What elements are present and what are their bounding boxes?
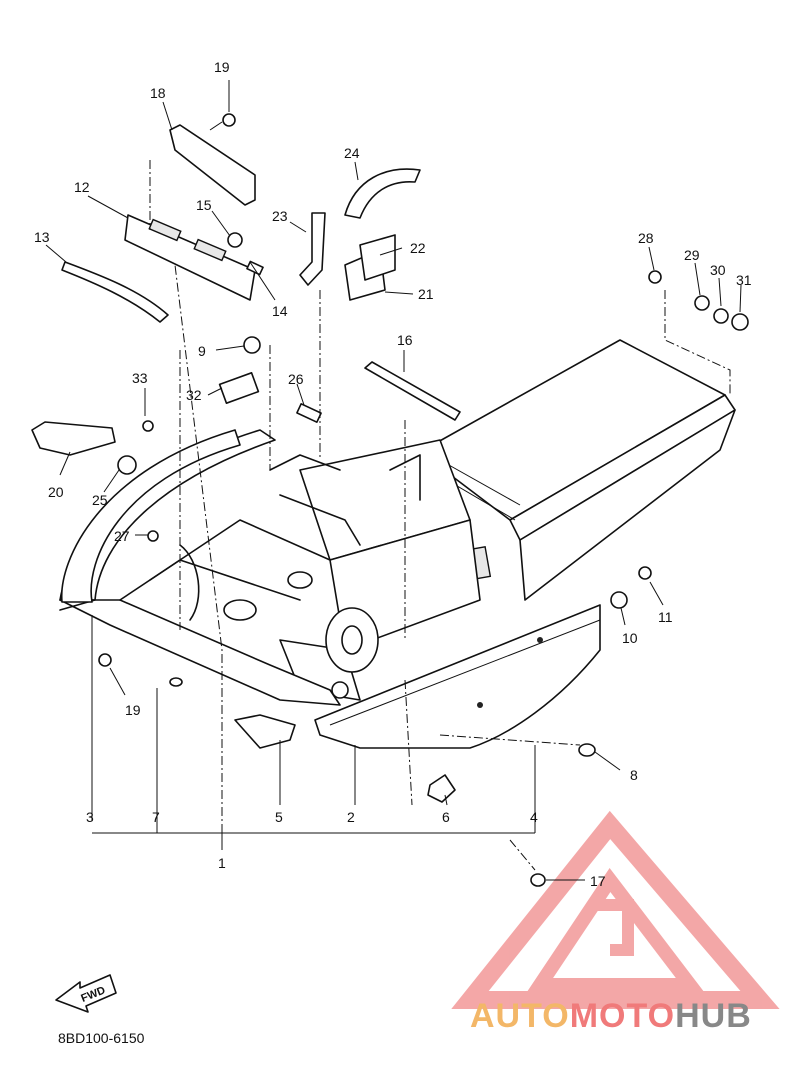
strip-16	[364, 361, 461, 421]
watermark-brand: AUTOMOTOHUB	[470, 997, 752, 1036]
callout-30: 30	[710, 262, 726, 278]
callout-28: 28	[638, 230, 654, 246]
callout-12: 12	[74, 179, 90, 195]
callout-23: 23	[272, 208, 288, 224]
rear-frame	[59, 339, 736, 706]
callout-19-top: 19	[214, 59, 230, 75]
callout-18: 18	[150, 85, 166, 101]
watermark-logo	[451, 810, 780, 1009]
brand-part-moto: MOTO	[569, 997, 676, 1035]
bracket-12	[124, 214, 256, 301]
damper-21-22	[344, 234, 396, 301]
grip-24	[344, 168, 421, 219]
callout-14: 14	[272, 303, 288, 319]
callout-9: 9	[198, 343, 206, 359]
fwd-arrow-icon: FWD	[55, 974, 117, 1013]
callout-26: 26	[288, 371, 304, 387]
callout-16: 16	[397, 332, 413, 348]
leader-lines	[45, 80, 742, 881]
callout-21: 21	[418, 286, 434, 302]
callout-1: 1	[218, 855, 226, 871]
cover-20	[31, 421, 116, 456]
callout-15: 15	[196, 197, 212, 213]
callout-24: 24	[344, 145, 360, 161]
callout-31: 31	[736, 272, 752, 288]
fasteners	[98, 113, 749, 887]
callout-27: 27	[114, 528, 130, 544]
callout-17: 17	[590, 873, 606, 889]
callout-20: 20	[48, 484, 64, 500]
callout-32: 32	[186, 387, 202, 403]
side-cover-right	[314, 604, 601, 749]
callout-3: 3	[86, 809, 94, 825]
band-23	[299, 212, 326, 286]
callout-11: 11	[658, 609, 673, 625]
diagram-code: 8BD100-6150	[58, 1030, 145, 1046]
brand-part-hub: HUB	[675, 997, 752, 1035]
callout-8: 8	[630, 767, 638, 783]
side-cover-left	[60, 429, 241, 603]
callout-5: 5	[275, 809, 283, 825]
callout-22: 22	[410, 240, 426, 256]
callout-labels: 1 2 3 4 5 6 7 8 9 10 11 12 13 14 15 16 1…	[34, 59, 752, 889]
callout-13: 13	[34, 229, 50, 245]
callout-2: 2	[347, 809, 355, 825]
brand-part-auto: AUTO	[470, 997, 570, 1035]
callout-4: 4	[530, 809, 538, 825]
stay-18	[169, 124, 256, 206]
callout-19-bottom: 19	[125, 702, 141, 718]
cushion-5	[234, 714, 296, 749]
callout-25: 25	[92, 492, 108, 508]
callout-6: 6	[442, 809, 450, 825]
callout-10: 10	[622, 630, 638, 646]
callout-29: 29	[684, 247, 700, 263]
callout-33: 33	[132, 370, 148, 386]
grab-bar-13	[61, 261, 169, 323]
callout-7: 7	[152, 809, 160, 825]
